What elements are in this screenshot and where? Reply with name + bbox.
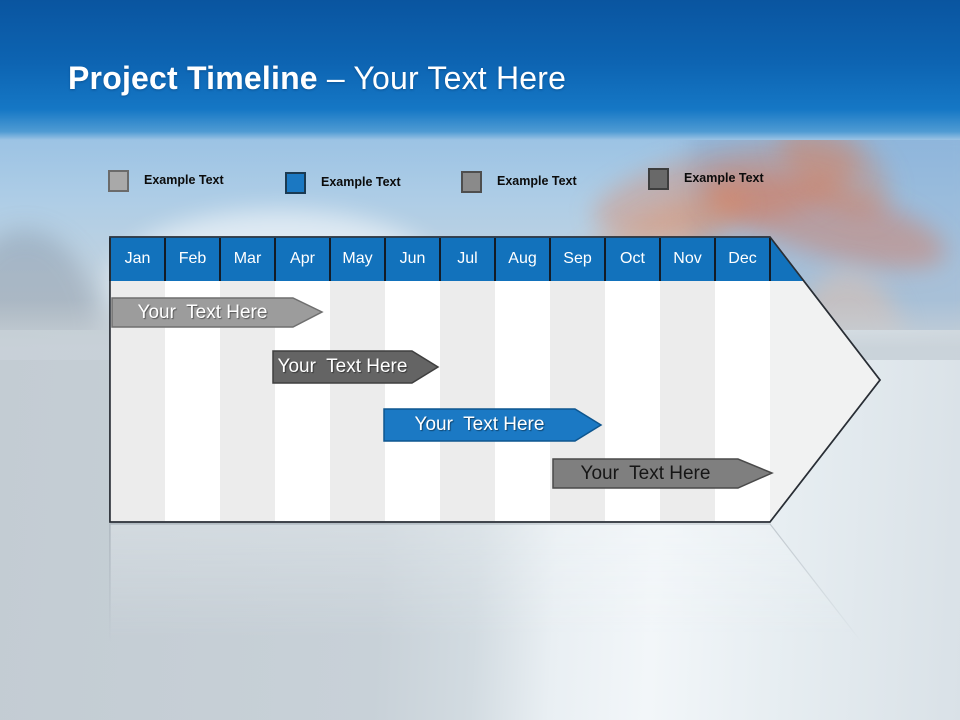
legend-label: Example Text [497, 174, 577, 188]
month-cell: Jul [457, 250, 478, 267]
task-bar-3[interactable] [383, 408, 603, 442]
month-cell: May [342, 250, 373, 267]
legend-swatch-dark-gray [648, 168, 669, 190]
legend-swatch-blue [285, 172, 306, 194]
task-bar-1[interactable] [111, 297, 324, 328]
month-cell: Mar [233, 250, 262, 267]
column-aug [495, 281, 550, 521]
legend-label: Example Text [144, 173, 224, 187]
task-bar-4[interactable] [552, 458, 774, 489]
month-cell: Feb [178, 250, 207, 267]
arrow-reflection-shape [109, 523, 881, 720]
month-cell: Apr [290, 250, 315, 267]
month-cell: Nov [673, 250, 702, 267]
task-bar-label[interactable]: Your Text Here [414, 414, 545, 435]
column-jun [385, 281, 440, 521]
legend-item-3[interactable]: Example Text [461, 171, 577, 193]
month-header-row: Jan Feb Mar Apr May Jun Jul Aug Sep Oct … [110, 237, 770, 281]
month-cell: Aug [508, 250, 537, 267]
page-title[interactable]: Project Timeline – Your Text Here [68, 60, 566, 97]
title-placeholder: – Your Text Here [326, 60, 567, 96]
legend-item-4[interactable]: Example Text [648, 168, 764, 190]
month-cell: Dec [728, 250, 757, 267]
legend-item-1[interactable]: Example Text [108, 170, 224, 192]
column-may [330, 281, 385, 521]
timeline-arrow-outline [109, 236, 882, 523]
month-cell: Jan [124, 250, 151, 267]
task-bar-label[interactable]: Your Text Here [277, 356, 408, 377]
column-jul [440, 281, 495, 521]
arrow-reflection [0, 523, 960, 720]
month-cell: Oct [620, 250, 645, 267]
title-main: Project Timeline [68, 60, 318, 96]
header-gradient [0, 0, 960, 140]
task-bar-label[interactable]: Your Text Here [137, 301, 268, 323]
month-header-band [110, 237, 804, 281]
month-cell: Sep [563, 250, 592, 267]
legend-swatch-light-gray [108, 170, 129, 192]
legend-label: Example Text [684, 171, 764, 185]
task-bar-2[interactable] [272, 350, 440, 384]
legend-label: Example Text [321, 175, 401, 189]
legend-item-2[interactable]: Example Text [285, 172, 401, 194]
legend-swatch-gray [461, 171, 482, 193]
month-cell: Jun [399, 250, 426, 267]
task-bar-label[interactable]: Your Text Here [580, 462, 711, 484]
